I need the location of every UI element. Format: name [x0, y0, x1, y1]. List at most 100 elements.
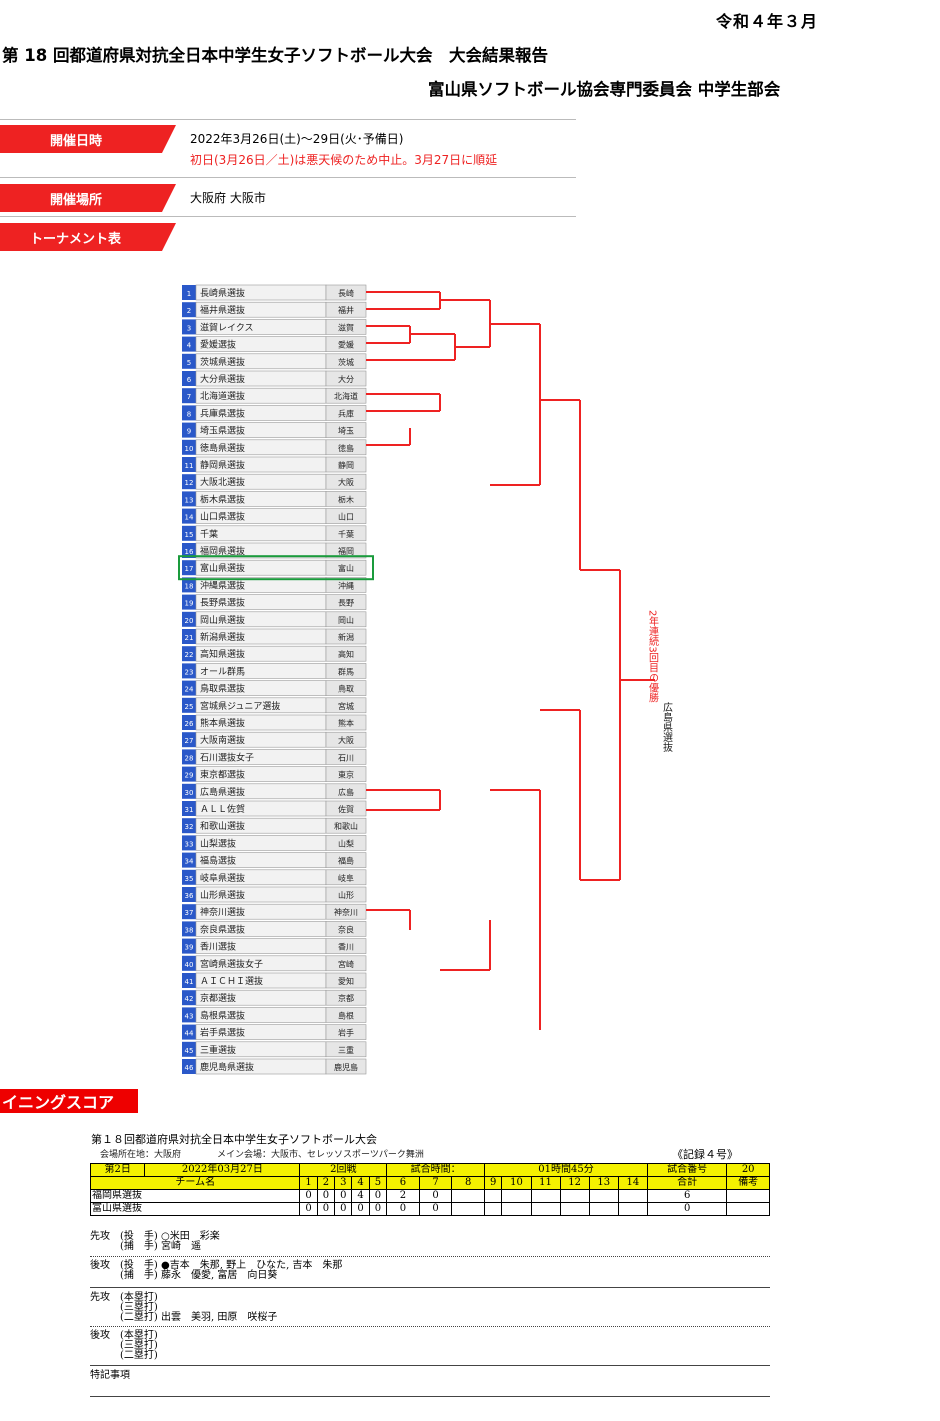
team-number-box — [182, 302, 196, 318]
team-number: 22 — [185, 651, 194, 659]
inning-score: 0 — [368, 1189, 388, 1203]
team-number-box — [182, 663, 196, 679]
inning-score — [501, 1202, 532, 1216]
team-number-box — [182, 697, 196, 713]
team-pref: 宮崎 — [338, 959, 354, 969]
inning-score — [530, 1202, 561, 1216]
team-number-box — [182, 508, 196, 524]
team-pref: 北海道 — [334, 391, 358, 401]
team-name: 福島選抜 — [200, 855, 236, 867]
team-pref-box — [325, 817, 367, 834]
team-number-box — [182, 715, 196, 730]
team-pref-box — [325, 731, 367, 748]
team-number: 44 — [185, 1030, 194, 1038]
team-pref: 兵庫 — [338, 408, 354, 418]
team-pref: 熊本 — [338, 718, 354, 728]
inning-score: 0 — [418, 1189, 453, 1203]
team-number: 18 — [185, 582, 194, 590]
team-number: 1 — [187, 290, 191, 298]
team-name: 奈良県選抜 — [200, 923, 245, 935]
team-name: 神奈川選抜 — [200, 906, 245, 918]
inning-score — [617, 1189, 648, 1203]
team-pref: 沖縄 — [338, 580, 354, 590]
team-number-box — [182, 1059, 196, 1074]
team-number-box — [182, 955, 196, 971]
team-pref-box — [325, 1041, 367, 1058]
team-pref: 愛媛 — [338, 340, 354, 350]
team-pref-box — [325, 422, 367, 438]
bracket-label: トーナメント表 — [0, 223, 176, 251]
team-name: 茨城県選抜 — [200, 356, 245, 368]
team-pref: 大阪 — [338, 477, 354, 487]
date-label: 開催日時 — [0, 125, 176, 153]
team-pref-box — [325, 663, 367, 679]
team-number: 35 — [185, 875, 194, 883]
inning-score: 0 — [418, 1202, 453, 1216]
team-number: 33 — [185, 840, 194, 848]
team-pref-box — [325, 387, 367, 404]
team-number: 26 — [185, 720, 194, 728]
team-number: 23 — [185, 668, 194, 676]
dotted-divider — [90, 1256, 770, 1257]
team-pref: 栃木 — [338, 494, 354, 504]
team-number-box — [182, 749, 196, 765]
team-name: 富山県選抜 — [200, 562, 245, 574]
team-pref: 新潟 — [338, 632, 354, 642]
team-pref-box — [325, 1007, 367, 1023]
team-number: 21 — [185, 634, 194, 642]
team-pref: 千葉 — [338, 529, 354, 539]
team-number-box — [182, 371, 196, 386]
team-name: 千葉 — [200, 528, 218, 540]
team-number-box — [182, 680, 196, 696]
team-name: 大阪北選抜 — [200, 476, 245, 488]
score-row: 福岡県選抜 0 0 0 4 0 2 0 6 — [89, 1189, 770, 1203]
team-name: 愛媛選抜 — [200, 339, 236, 351]
inning-header: 10 — [501, 1176, 532, 1190]
game-day: 第2日 — [89, 1163, 146, 1177]
team-number: 27 — [185, 737, 194, 745]
team-pref-box — [325, 508, 367, 524]
remarks-cell — [726, 1202, 770, 1216]
score-row: 富山県選抜 0 0 0 0 0 0 0 0 — [89, 1202, 770, 1216]
divider — [90, 1287, 770, 1288]
inning-score: 0 — [386, 1202, 420, 1216]
inning-header: 12 — [559, 1176, 590, 1190]
team-pref-box — [325, 628, 367, 645]
team-name: 和歌山選抜 — [200, 820, 245, 832]
team-number: 41 — [185, 978, 194, 986]
team-name: 北海道選抜 — [200, 390, 245, 402]
team-number-box — [182, 938, 196, 954]
team-number: 45 — [185, 1047, 194, 1055]
inning-header: 8 — [451, 1176, 486, 1190]
hits-second: 後攻 (本塁打) (三塁打) (二塁打) — [90, 1330, 158, 1361]
team-number-box — [182, 594, 196, 610]
inning-score: 2 — [386, 1189, 420, 1203]
inning-score: 0 — [334, 1189, 353, 1203]
game-no-label: 試合番号 — [646, 1163, 728, 1177]
team-number-box — [182, 353, 196, 369]
team-number: 5 — [187, 359, 191, 367]
scorecard-venue: 会場所在地：大阪府 メイン会場：大阪市、セレッソスポーツパーク舞洲 — [100, 1150, 424, 1160]
team-pref-box — [325, 491, 367, 507]
team-number-box — [182, 732, 196, 748]
team-number: 30 — [185, 789, 194, 797]
team-pref: 東京 — [338, 770, 354, 780]
team-number-box — [182, 904, 196, 920]
team-number: 20 — [185, 617, 194, 625]
team-number: 36 — [185, 892, 194, 900]
team-number-box — [182, 990, 196, 1006]
team-name: 新潟県選抜 — [200, 631, 245, 643]
inning-header: 9 — [484, 1176, 503, 1190]
team-number-box — [182, 491, 196, 507]
header-row: チーム名 1 2 3 4 5 6 7 8 9 10 11 12 13 14 合計… — [89, 1176, 770, 1190]
hits-first: 先攻 (本塁打) (三塁打) (二塁打) 出雲 美羽, 田原 咲桜子 — [90, 1292, 278, 1323]
team-pref: 富山 — [338, 563, 354, 573]
team-pref: 山梨 — [338, 838, 354, 848]
team-pref: 石川 — [338, 753, 354, 762]
team-pref: 高知 — [338, 649, 354, 659]
inning-score — [451, 1202, 486, 1216]
team-pref-box — [325, 921, 367, 937]
team-number: 32 — [185, 823, 194, 831]
divider — [0, 216, 576, 217]
inning-score — [588, 1202, 619, 1216]
